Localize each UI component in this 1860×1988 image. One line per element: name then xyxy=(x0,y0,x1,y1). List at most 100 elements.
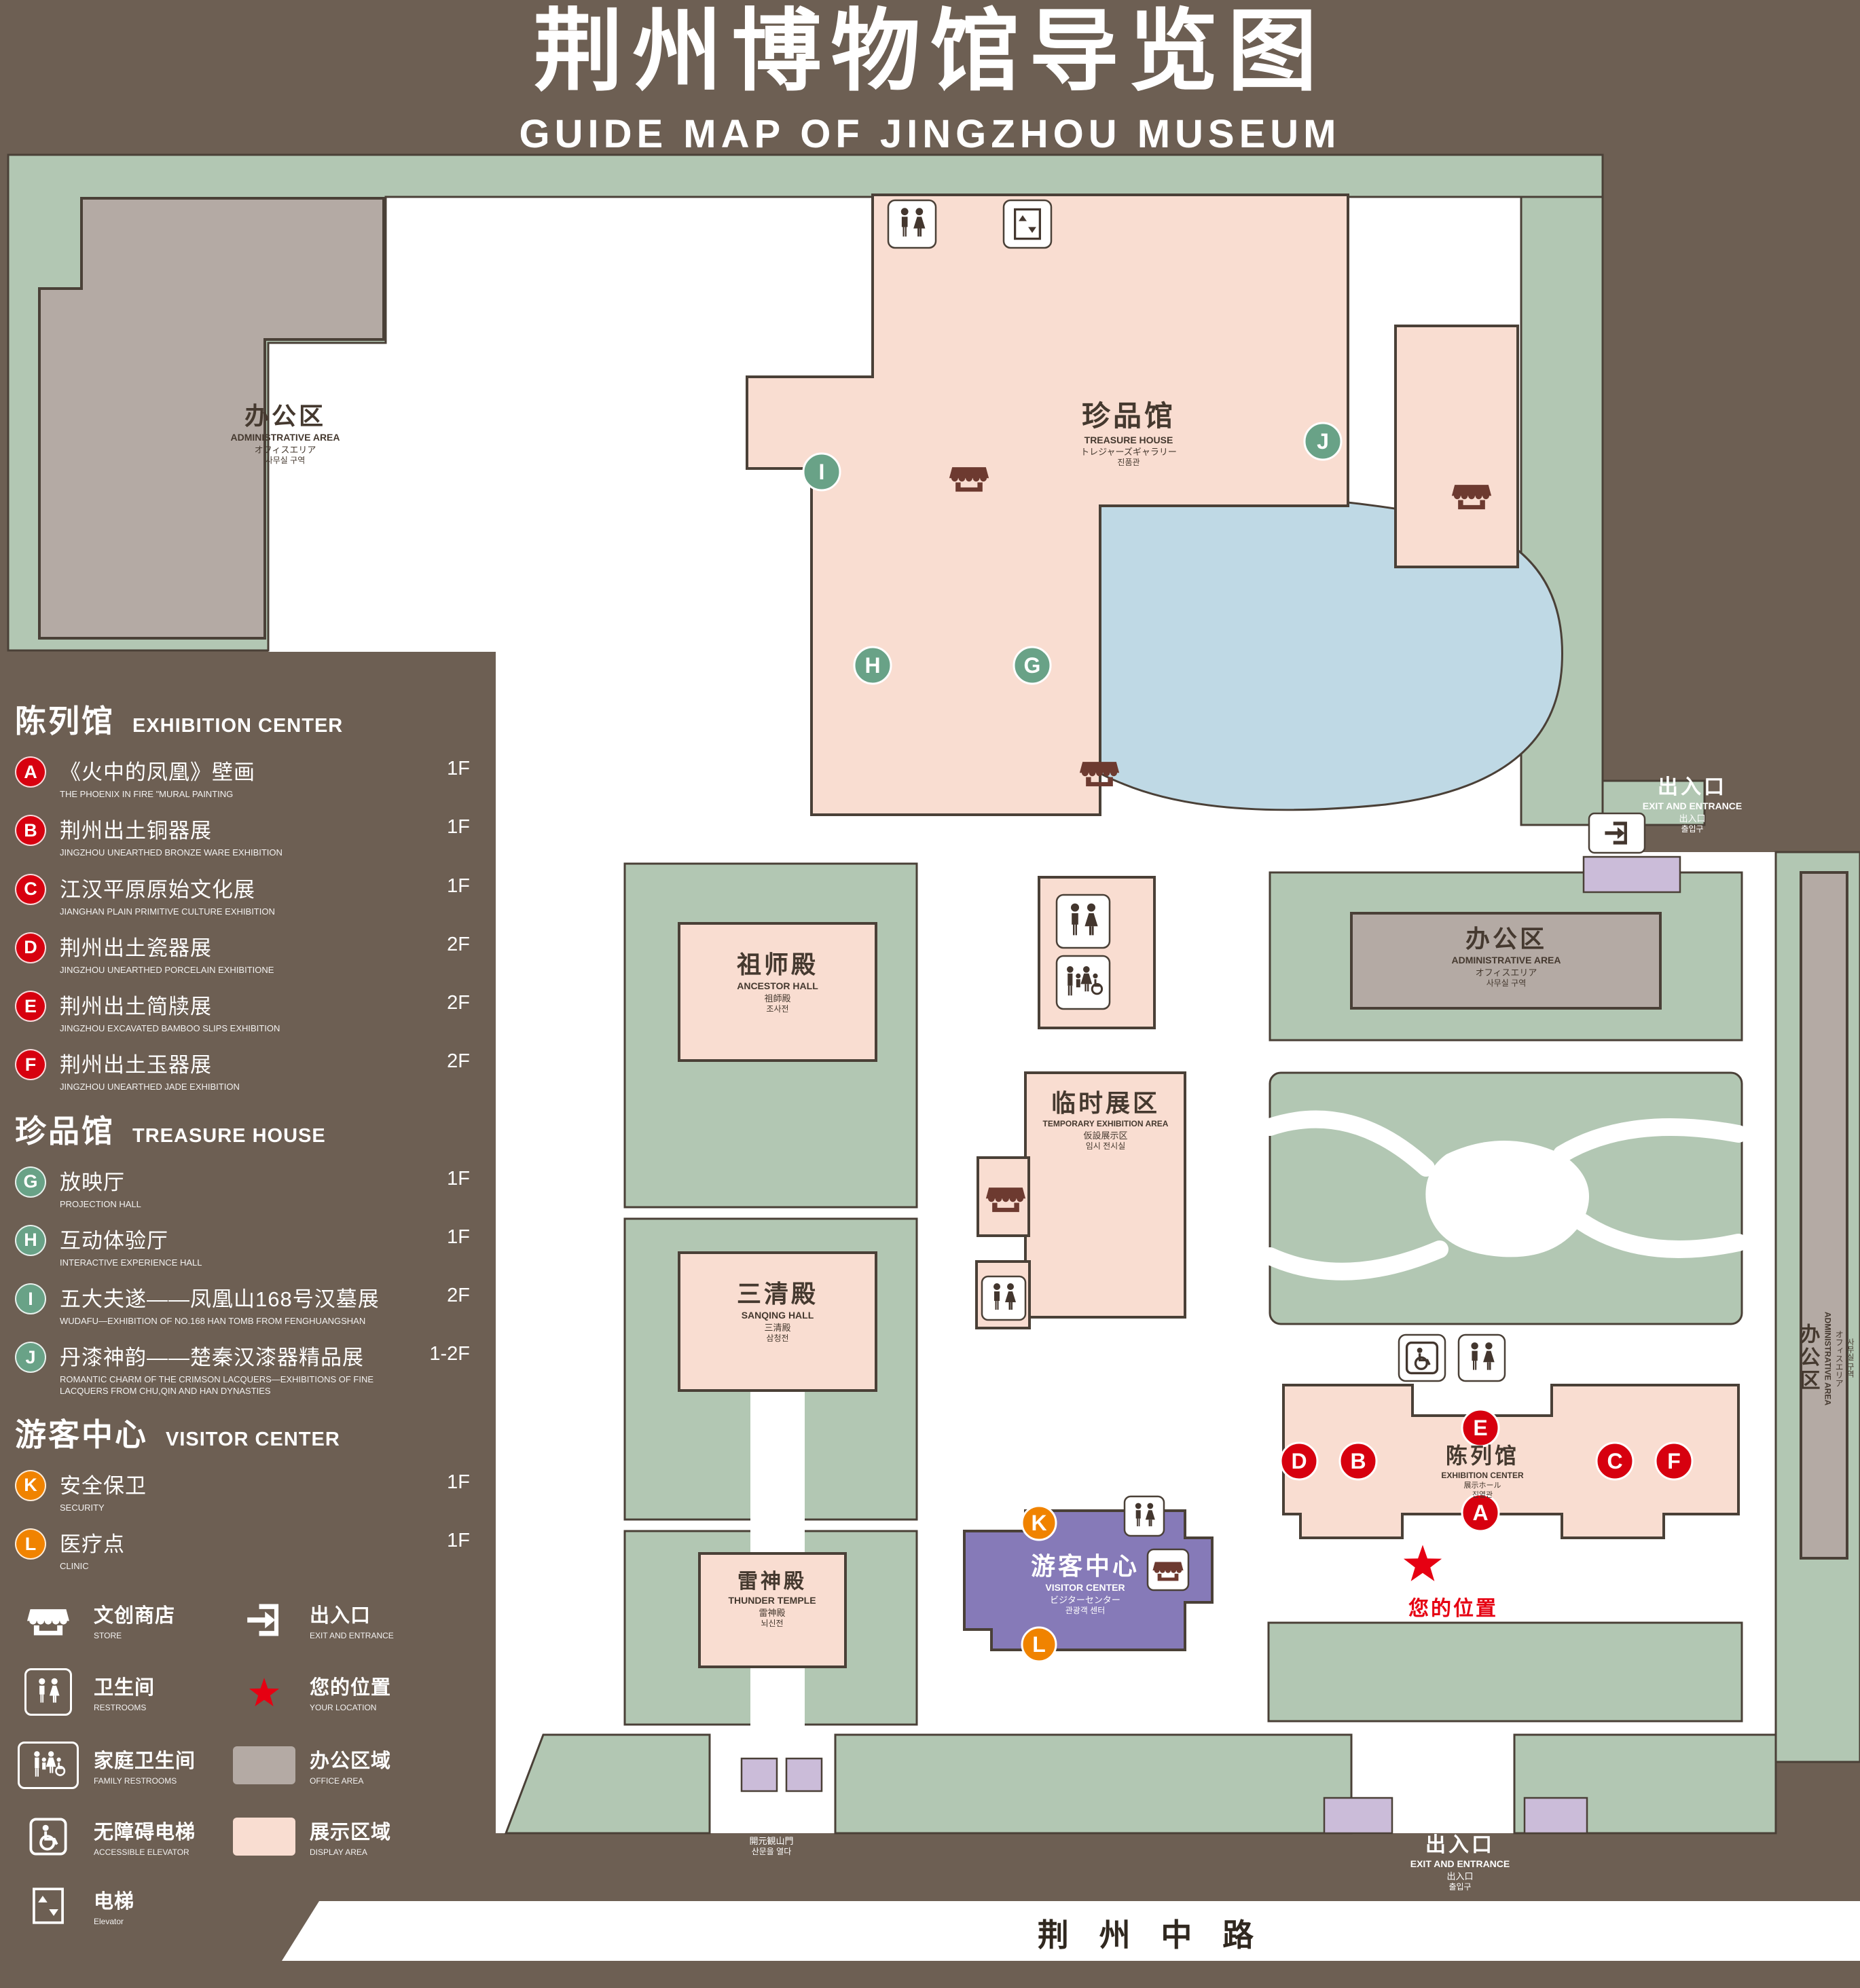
label-zh: 游客中心 xyxy=(1030,1552,1140,1580)
marker-badge: D xyxy=(15,932,46,963)
exit-pad-top-right xyxy=(1582,855,1681,894)
legend-item-I: I 五大夫遂——凤凰山168号汉墓展 WUDAFU—EXHIBITION OF … xyxy=(15,1282,485,1327)
label-zh: 祖师殿 xyxy=(736,951,819,978)
label-en: EXHIBITION CENTER xyxy=(1441,1470,1524,1480)
marker-L xyxy=(1021,1626,1057,1663)
symbol-zh: 展示区域 xyxy=(310,1822,392,1844)
legend-item-K: K 安全保卫 SECURITY 1F xyxy=(15,1469,485,1513)
label-zh: 三清殿 xyxy=(736,1280,819,1308)
symbol-en: EXIT AND ENTRANCE xyxy=(310,1631,394,1641)
symbol-zh: 办公区域 xyxy=(310,1750,392,1773)
label-ja: 仮設展示区 xyxy=(1083,1130,1128,1141)
label-zh: 办公区 xyxy=(1796,1323,1819,1393)
road xyxy=(282,1901,1860,1961)
label-exit-top: 出入口 EXIT AND ENTRANCE 出入口 출입구 xyxy=(1643,775,1743,834)
item-en: JINGZHOU EXCAVATED BAMBOO SLIPS EXHIBITI… xyxy=(60,1023,280,1033)
item-en: INTERACTIVE EXPERIENCE HALL xyxy=(60,1257,202,1268)
item-en: JIANGHAN PLAIN PRIMITIVE CULTURE EXHIBIT… xyxy=(60,906,275,917)
label-ja: 祖師殿 xyxy=(764,993,791,1004)
item-floor: 1F xyxy=(447,1471,470,1493)
item-zh: 医疗点 xyxy=(60,1532,125,1556)
marker-L-label: L xyxy=(1032,1632,1046,1657)
legend-item-E: E 荆州出土简牍展 JINGZHOU EXCAVATED BAMBOO SLIP… xyxy=(15,989,485,1034)
elevator-icon xyxy=(15,1884,81,1928)
item-en: ROMANTIC CHARM OF THE CRIMSON LACQUERS—E… xyxy=(60,1374,374,1396)
label-admin-right: 办公区 ADMINISTRATIVE AREA オフィスエリア 사무실 구역 xyxy=(1793,1310,1855,1405)
item-en: PROJECTION HALL xyxy=(60,1198,141,1209)
building-admin-right xyxy=(1800,871,1848,1560)
label-zh: 开元观山门 xyxy=(714,1799,829,1821)
symbol-en: Elevator xyxy=(94,1917,124,1927)
accessible-elevator-icon xyxy=(15,1815,81,1858)
label-ko: 사무실 구역 xyxy=(265,456,306,466)
item-zh: 互动体验厅 xyxy=(60,1228,168,1253)
restrooms-icon xyxy=(981,1275,1027,1321)
buildings xyxy=(38,194,1848,1835)
item-en: JINGZHOU UNEARTHED BRONZE WARE EXHIBITIO… xyxy=(60,847,282,858)
marker-D-label: D xyxy=(1291,1449,1307,1473)
item-zh: 《火中的凤凰》壁画 xyxy=(60,760,255,784)
label-ko: 삼청전 xyxy=(766,1333,789,1344)
section-title-zh: 游客中心 xyxy=(15,1416,148,1452)
label-ko: 뇌신전 xyxy=(761,1619,784,1629)
label-ko: 사무실 구역 xyxy=(1846,1338,1855,1378)
label-ja: 三清殿 xyxy=(764,1322,791,1333)
marker-J xyxy=(1303,422,1343,461)
marker-badge: L xyxy=(15,1528,46,1560)
label-en: THUNDER TEMPLE xyxy=(728,1595,816,1606)
label-ko: 산문을 열다 xyxy=(751,1847,792,1857)
label-zh: 陈列馆 xyxy=(1445,1443,1519,1468)
item-zh: 荆州出土玉器展 xyxy=(60,1053,212,1078)
label-zh: 办公区 xyxy=(244,402,326,430)
marker-badge: E xyxy=(15,991,46,1022)
building-ancestor-hall xyxy=(678,922,877,1062)
marker-E xyxy=(1461,1408,1500,1448)
label-exit-bottom: 出入口 EXIT AND ENTRANCE 出入口 출입구 xyxy=(1410,1833,1510,1892)
legend-symbol-accessible-elevator: 无障碍电梯 ACCESSIBLE ELEVATOR xyxy=(15,1815,231,1858)
green-below-exhibition xyxy=(1267,1621,1743,1723)
family-restroom-icon xyxy=(15,1742,81,1790)
store-icon xyxy=(15,1598,81,1642)
legend-section-title-treasure: 珍品馆 TREASURE HOUSE xyxy=(15,1107,485,1152)
garden-paths xyxy=(1261,1110,1747,1281)
marker-badge: B xyxy=(15,815,46,847)
item-floor: 1F xyxy=(447,816,470,839)
legend-item-H: H 互动体验厅 INTERACTIVE EXPERIENCE HALL 1F xyxy=(15,1223,485,1268)
symbol-en: OFFICE AREA xyxy=(310,1776,364,1786)
label-ko: 진열관 xyxy=(1472,1490,1493,1499)
label-ko: 임시 전시실 xyxy=(1085,1141,1126,1151)
marker-A-label: A xyxy=(1472,1501,1488,1525)
legend-symbol-location: 您的位置 YOUR LOCATION xyxy=(231,1668,485,1716)
label-ko: 출입구 xyxy=(1681,824,1704,834)
marker-E-label: E xyxy=(1473,1416,1487,1440)
symbol-en: FAMILY RESTROOMS xyxy=(94,1776,177,1786)
label-ja: オフィスエリア xyxy=(254,444,316,455)
label-zh: 临时展区 xyxy=(1051,1089,1160,1117)
label-your-location: 您的位置 xyxy=(1408,1598,1498,1620)
symbol-en: YOUR LOCATION xyxy=(310,1703,377,1713)
display-area-swatch xyxy=(231,1818,297,1856)
symbol-zh: 文创商店 xyxy=(94,1605,176,1627)
symbol-en: ACCESSIBLE ELEVATOR xyxy=(94,1847,189,1858)
label-ko: 사무실 구역 xyxy=(1486,978,1527,989)
section-title-zh: 陈列馆 xyxy=(15,703,115,739)
title-en: GUIDE MAP OF JINGZHOU MUSEUM xyxy=(519,112,1341,156)
legend-symbol-restrooms: 卫生间 RESTROOMS xyxy=(15,1668,231,1716)
green-bottom-left xyxy=(504,1733,711,1835)
marker-B xyxy=(1338,1441,1378,1481)
section-title-en: EXHIBITION CENTER xyxy=(132,715,344,737)
item-en: JINGZHOU UNEARTHED JADE EXHIBITION xyxy=(60,1082,240,1092)
legend-item-C: C 江汉平原原始文化展 JIANGHAN PLAIN PRIMITIVE CUL… xyxy=(15,872,485,917)
item-floor: 1F xyxy=(447,1167,470,1190)
label-en: KAIYUAN TEMPLE GATE xyxy=(714,1823,828,1835)
item-floor: 2F xyxy=(447,1285,470,1306)
label-en: ADMINISTRATIVE AREA xyxy=(1823,1312,1833,1405)
label-zh: 出入口 xyxy=(1658,776,1727,798)
legend-item-G: G 放映厅 PROJECTION HALL 1F xyxy=(15,1165,485,1210)
marker-badge: H xyxy=(15,1224,46,1256)
marker-H xyxy=(853,646,892,685)
label-zh: 办公区 xyxy=(1465,925,1547,953)
label-ja: オフィスエリア xyxy=(1475,967,1537,978)
item-en: CLINIC xyxy=(60,1561,89,1571)
symbol-zh: 您的位置 xyxy=(310,1677,392,1699)
